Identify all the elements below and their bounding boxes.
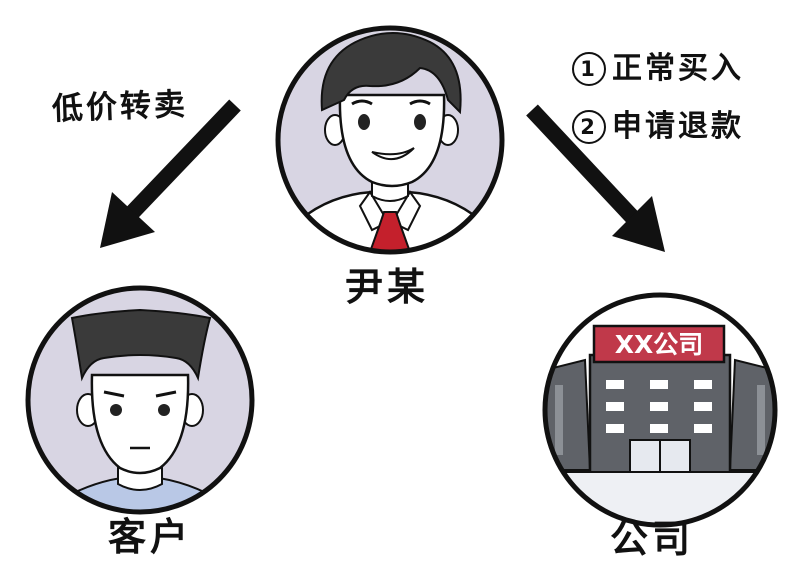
step-number-badge: 2 [572,110,606,144]
node-label-yin: 尹某 [345,265,430,309]
node-label-customer: 客户 [108,515,193,559]
node-label-company: 公司 [610,517,695,561]
step-number-badge: 1 [572,52,606,86]
arrow-to-customer [100,99,241,248]
step-text: 正常买入 [612,51,744,86]
company-building-icon: XX公司 [542,292,778,528]
customer-avatar [25,285,255,515]
company-sign-text: XX公司 [615,330,704,359]
arrow-to-company [526,104,665,252]
edge-label-resell: 低价转卖 [51,86,189,128]
step-text: 申请退款 [612,109,744,144]
person-yin-avatar [275,25,505,255]
